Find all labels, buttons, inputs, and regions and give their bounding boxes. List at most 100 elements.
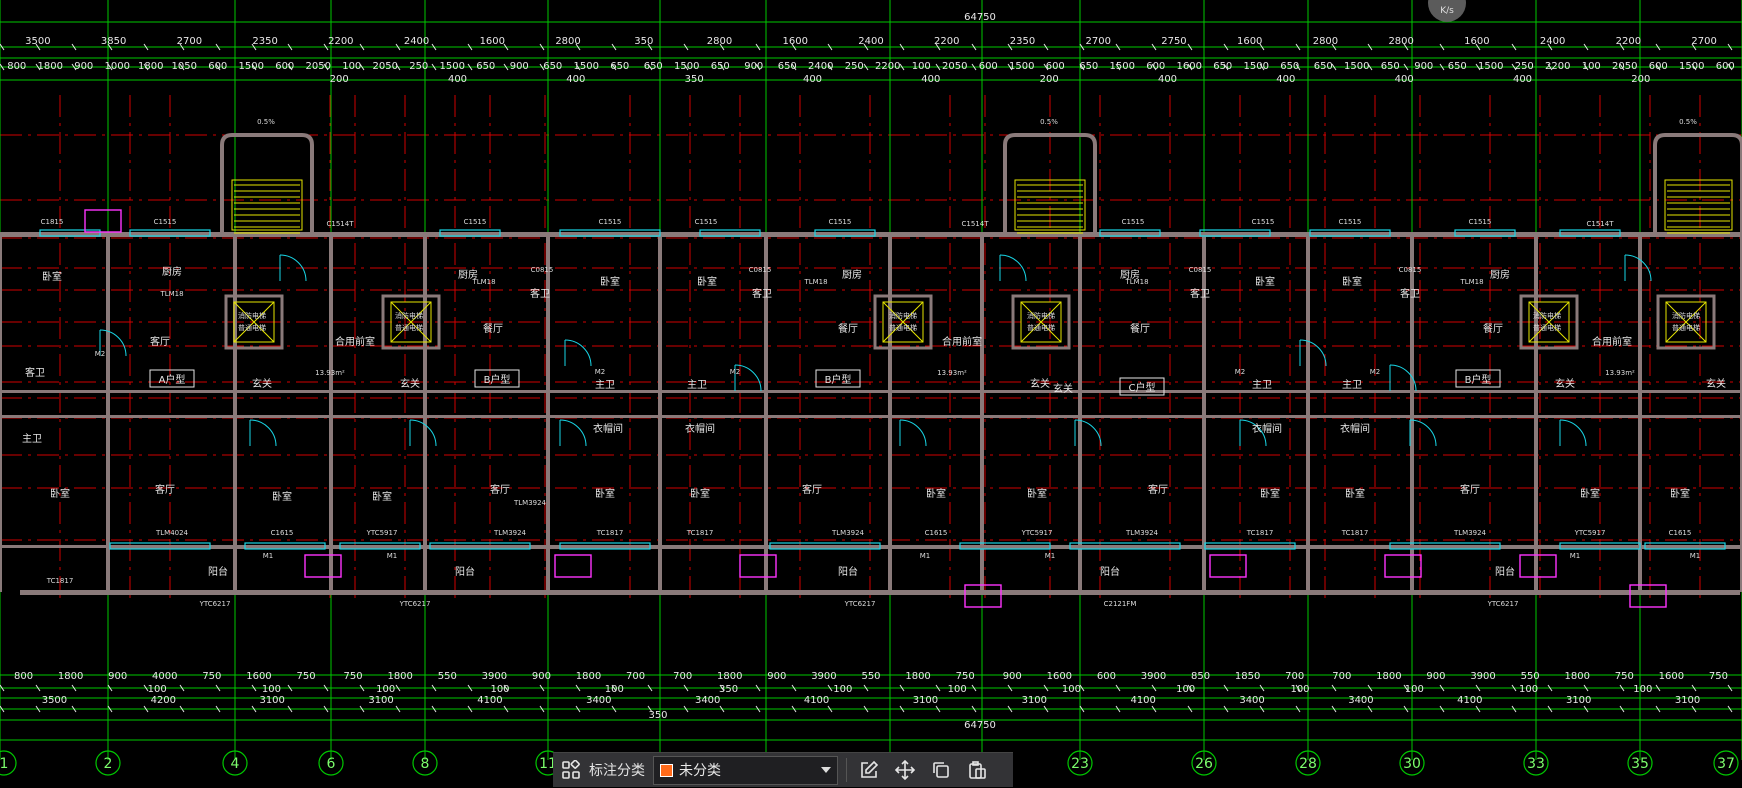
- window: [959, 542, 1051, 550]
- window: [244, 542, 326, 550]
- dimension-value: 650: [1448, 61, 1467, 72]
- code-label: TLM3924: [1125, 529, 1159, 537]
- code-label: C1514T: [1587, 220, 1615, 228]
- axis-label: 2: [104, 756, 113, 772]
- code-label: M2: [595, 368, 606, 376]
- code-label: M1: [1690, 552, 1701, 560]
- dimension-tick: [1583, 43, 1589, 51]
- shaft-box: [304, 554, 342, 578]
- dimension-tick: [1151, 705, 1157, 713]
- dimension-tick: [1583, 684, 1589, 692]
- dimension-value: 2700: [177, 36, 202, 47]
- dimension-value: 600: [208, 61, 227, 72]
- dimension-tick: [1547, 684, 1553, 692]
- dimension-tick: [1511, 684, 1517, 692]
- unit-tag: B户型: [1465, 373, 1492, 386]
- dimension-value: 4100: [477, 695, 502, 706]
- room-label-living: 客厅: [490, 483, 510, 496]
- dimension-value: 400: [1513, 74, 1532, 85]
- code-label: M1: [263, 552, 274, 560]
- dimension-tick: [1259, 684, 1265, 692]
- room-label-bedroom: 卧室: [372, 490, 392, 503]
- dimension-tick: [1295, 705, 1301, 713]
- room-label-bedroom: 卧室: [600, 275, 620, 288]
- grid-apps-icon[interactable]: [553, 753, 589, 788]
- code-label: C0815: [749, 266, 772, 274]
- room-label-bath: 主卫: [595, 379, 615, 391]
- dimension-tick: [287, 43, 293, 51]
- edit-icon[interactable]: [851, 753, 887, 788]
- dimension-value: 3400: [695, 695, 720, 706]
- dimension-tick: [1367, 43, 1373, 51]
- unit-tag-box: [149, 369, 195, 388]
- code-label: M1: [1045, 552, 1056, 560]
- room-label-bedroom: 卧室: [1342, 275, 1362, 288]
- dimension-tick: [467, 43, 473, 51]
- room-label-bedroom: 卧室: [1260, 487, 1280, 500]
- code-label: C1615: [1669, 529, 1692, 537]
- room-label-dining: 餐厅: [838, 322, 858, 335]
- dimension-tick: [1223, 63, 1229, 71]
- dimension-tick: [503, 705, 509, 713]
- elevator-cross: [882, 301, 924, 343]
- dimension-tick: [1691, 43, 1697, 51]
- dimension-value: 2800: [707, 36, 732, 47]
- dimension-tick: [251, 705, 257, 713]
- dimension-tick: [287, 63, 293, 71]
- room-label-living: 客厅: [1148, 483, 1168, 496]
- dimension-tick: [1691, 63, 1697, 71]
- move-icon[interactable]: [887, 753, 923, 788]
- dimension-tick: [935, 63, 941, 71]
- dimension-value: 350: [634, 36, 653, 47]
- dimension-value: 650: [1280, 61, 1299, 72]
- door-swing: [99, 329, 127, 357]
- code-label: TLM3924: [513, 499, 547, 507]
- dimension-tick: [395, 705, 401, 713]
- speed-badge: K/s: [1428, 0, 1466, 22]
- room-label-closet: 衣帽间: [1252, 422, 1282, 435]
- dimension-value: 750: [296, 671, 315, 682]
- shaft-box: [1629, 584, 1667, 608]
- dimension-value: 1600: [1177, 61, 1202, 72]
- unit-tag: B户型: [484, 373, 511, 386]
- dimension-tick: [539, 684, 545, 692]
- dimension-tick: [683, 705, 689, 713]
- unit-tag: C户型: [1129, 381, 1156, 394]
- dimension-tick: [1475, 705, 1481, 713]
- dimension-tick: [1583, 705, 1589, 713]
- window: [1069, 542, 1181, 550]
- room-label-entry: 玄关: [1555, 377, 1575, 390]
- dimension-tick: [791, 63, 797, 71]
- code-label: TLM3924: [493, 529, 527, 537]
- dimension-tick: [35, 705, 41, 713]
- door-swing: [1299, 339, 1327, 367]
- dimension-value: 100: [342, 61, 361, 72]
- code-label: YTC5917: [1021, 529, 1053, 537]
- dimension-tick: [1079, 43, 1085, 51]
- code-label: TLM4024: [155, 529, 189, 537]
- dimension-value: 3100: [1022, 695, 1047, 706]
- dimension-tick: [755, 43, 761, 51]
- room-label-bedroom: 卧室: [1255, 275, 1275, 288]
- dimension-tick: [1655, 43, 1661, 51]
- dimension-value: 750: [202, 671, 221, 682]
- dimension-tick: [1259, 705, 1265, 713]
- dimension-value: 1500: [239, 61, 264, 72]
- copy-icon[interactable]: [923, 753, 959, 788]
- dimension-tick: [1331, 43, 1337, 51]
- category-select[interactable]: 未分类: [653, 755, 838, 785]
- axis-bubble: [1399, 750, 1425, 776]
- dimension-value: 400: [1395, 74, 1414, 85]
- paste-icon[interactable]: [959, 753, 995, 788]
- window: [109, 542, 211, 550]
- dimension-tick: [71, 43, 77, 51]
- room-label-kitchen: 厨房: [1490, 268, 1510, 281]
- door-swing: [734, 364, 762, 392]
- elevator-shaft: [873, 294, 933, 350]
- dimension-tick: [1079, 63, 1085, 71]
- code-label: C1515: [1252, 218, 1275, 226]
- door-swing: [1559, 419, 1587, 447]
- dimension-value: 750: [344, 671, 363, 682]
